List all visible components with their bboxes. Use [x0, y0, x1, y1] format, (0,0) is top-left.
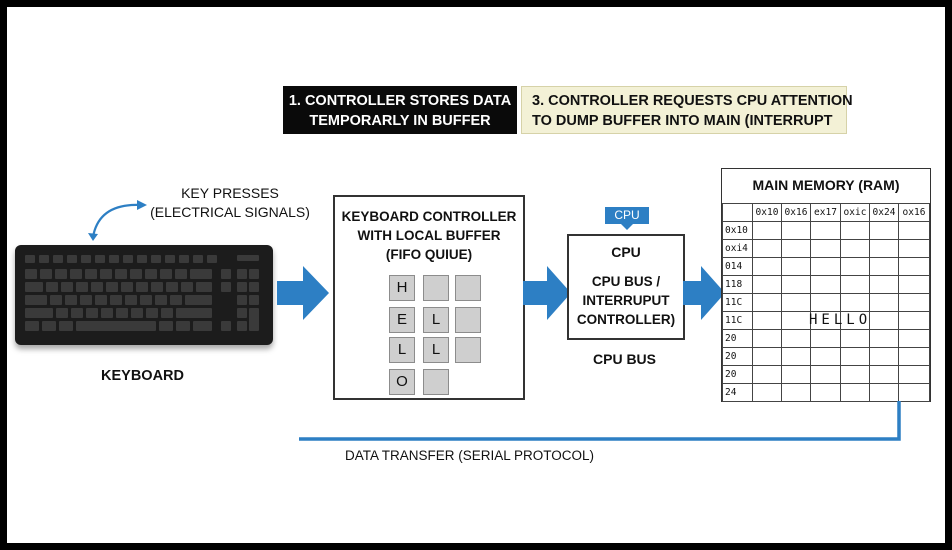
memory-grid: 0x10 0x16 ex17 oxic 0x24 ox16 0x10 oxi4 … — [722, 203, 930, 402]
cpu-subtitle: CPU BUS / INTERRUPUT CONTROLLER) — [569, 272, 683, 329]
memory-row-address: oxi4 — [722, 239, 753, 258]
memory-corner-cell — [722, 203, 753, 222]
keyboard-image — [15, 245, 273, 345]
memory-column-header: 0x24 — [869, 203, 899, 222]
memory-row: oxi4 — [722, 239, 930, 258]
callout-step-3-line-2: TO DUMP BUFFER INTO MAIN (INTERRUPT — [532, 113, 833, 129]
memory-row-address: 014 — [722, 257, 753, 276]
keyboard-label: KEYBOARD — [101, 368, 184, 384]
memory-row-address: 11C — [722, 311, 753, 330]
cpu-title: CPU — [611, 244, 641, 260]
memory-row-address: 24 — [722, 383, 753, 402]
data-transfer-label: DATA TRANSFER (SERIAL PROTOCOL) — [345, 448, 595, 463]
callout-step-1: 1. CONTROLLER STORES DATA TEMPORARLY IN … — [283, 86, 517, 134]
keyboard-controller-box: KEYBOARD CONTROLLER WITH LOCAL BUFFER (F… — [333, 195, 525, 400]
memory-column-header: ex17 — [810, 203, 841, 222]
callout-step-1-line-1: 1. CONTROLLER STORES DATA — [288, 93, 512, 109]
buffer-cell: L — [423, 307, 449, 333]
diagram-canvas: 1. CONTROLLER STORES DATA TEMPORARLY IN … — [7, 7, 945, 543]
cpu-box: CPU CPU BUS / INTERRUPUT CONTROLLER) — [567, 234, 685, 340]
callout-step-3-line-1: 3. CONTROLLER REQUESTS CPU ATTENTION — [532, 93, 853, 109]
memory-hello-text: HELLO — [809, 312, 872, 328]
memory-row: 0x10 — [722, 221, 930, 240]
key-presses-label: KEY PRESSES (ELECTRICAL SIGNALS) — [145, 184, 315, 222]
controller-title-line-1: KEYBOARD CONTROLLER — [341, 209, 517, 224]
cpu-tag: CPU — [605, 207, 649, 224]
data-transfer-line-icon — [299, 401, 901, 441]
callout-step-1-line-2: TEMPORARLY IN BUFFER — [309, 113, 491, 129]
arrow-cpu-to-memory-icon — [683, 266, 725, 320]
memory-row: 20 — [722, 329, 930, 348]
memory-row-address: 118 — [722, 275, 753, 294]
memory-row: 20 — [722, 347, 930, 366]
controller-title-line-3: (FIFO QUIUE) — [385, 247, 473, 262]
buffer-cell — [455, 275, 481, 301]
callout-step-3: 3. CONTROLLER REQUESTS CPU ATTENTION TO … — [521, 86, 853, 134]
controller-title-line-2: WITH LOCAL BUFFER — [357, 228, 501, 243]
memory-row: 20 — [722, 365, 930, 384]
buffer-cell — [455, 337, 481, 363]
memory-column-header: oxic — [840, 203, 870, 222]
cpu-subtitle-line-1: CPU BUS / — [591, 274, 661, 289]
buffer-cell: H — [389, 275, 415, 301]
memory-row: 24 — [722, 383, 930, 402]
keyboard-keys-icon — [25, 255, 259, 331]
arrow-keyboard-to-controller-icon — [277, 266, 329, 320]
main-memory-box: MAIN MEMORY (RAM) 0x10 0x16 ex17 oxic 0x… — [721, 168, 931, 402]
buffer-cell — [455, 307, 481, 333]
memory-row: 014 — [722, 257, 930, 276]
curved-signal-arrow-icon — [88, 200, 147, 241]
memory-row-address: 20 — [722, 329, 753, 348]
buffer-cell — [423, 275, 449, 301]
memory-row-address: 20 — [722, 347, 753, 366]
memory-row: 118 — [722, 275, 930, 294]
memory-column-header: ox16 — [898, 203, 930, 222]
cpu-bus-label: CPU BUS — [593, 351, 657, 367]
cpu-subtitle-line-2: INTERRUPUT — [582, 293, 670, 308]
buffer-cell: L — [389, 337, 415, 363]
memory-row: 11C — [722, 293, 930, 312]
memory-row-address: 20 — [722, 365, 753, 384]
memory-row-address: 0x10 — [722, 221, 753, 240]
keyboard-controller-title: KEYBOARD CONTROLLER WITH LOCAL BUFFER (F… — [335, 207, 523, 264]
buffer-cell: O — [389, 369, 415, 395]
memory-header-row: 0x10 0x16 ex17 oxic 0x24 ox16 — [722, 203, 930, 222]
memory-column-header: 0x10 — [752, 203, 782, 222]
key-presses-line-2: (ELECTRICAL SIGNALS) — [150, 204, 310, 220]
memory-column-header: 0x16 — [781, 203, 811, 222]
memory-row-address: 11C — [722, 293, 753, 312]
buffer-cell: L — [423, 337, 449, 363]
arrow-controller-to-cpu-icon — [523, 266, 571, 320]
cpu-tag-pointer-icon — [621, 224, 633, 230]
buffer-cell — [423, 369, 449, 395]
key-presses-line-1: KEY PRESSES — [181, 185, 279, 201]
buffer-cell: E — [389, 307, 415, 333]
main-memory-title: MAIN MEMORY (RAM) — [752, 177, 900, 193]
cpu-subtitle-line-3: CONTROLLER) — [576, 312, 676, 327]
